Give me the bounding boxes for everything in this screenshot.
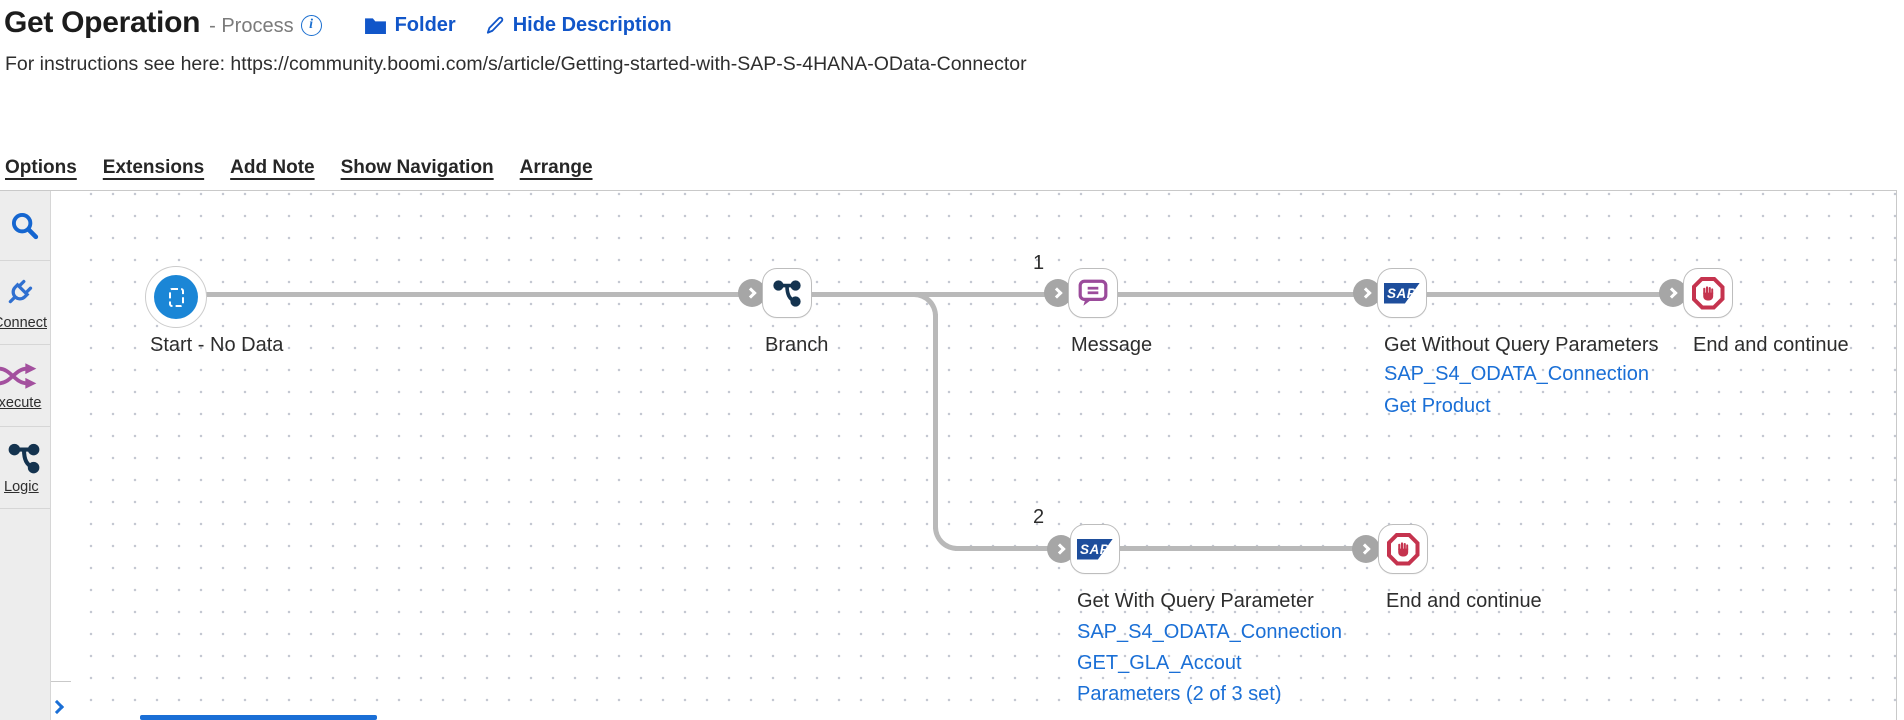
node-sap-connector-1[interactable]: SAP [1377, 268, 1427, 318]
shuffle-icon [0, 360, 40, 392]
node-link-connection-2[interactable]: SAP_S4_ODATA_Connection [1077, 621, 1342, 643]
node-label-end1: End and continue [1693, 334, 1849, 356]
chevron-right-icon [744, 287, 757, 299]
connector-corner-top [910, 292, 938, 318]
node-label-start: Start - No Data [150, 334, 284, 356]
palette-item-execute[interactable]: Execute [0, 345, 50, 427]
palette-item-label: Logic [4, 479, 39, 495]
node-link-connection-1[interactable]: SAP_S4_ODATA_Connection [1384, 363, 1649, 385]
connection-point-end2[interactable] [1352, 535, 1380, 563]
node-end-2[interactable] [1378, 524, 1428, 574]
palette-gutter [51, 191, 71, 720]
node-link-parameters[interactable]: Parameters (2 of 3 set) [1077, 683, 1282, 705]
chevron-right-icon [1358, 543, 1371, 555]
connector-start-branch [205, 292, 762, 297]
connector-branch2-sap [955, 546, 1070, 551]
node-label-end2: End and continue [1386, 590, 1542, 612]
node-sap-connector-2[interactable]: SAP [1070, 524, 1120, 574]
node-label-sap2: Get With Query Parameter [1077, 590, 1314, 612]
menu-show-navigation[interactable]: Show Navigation [340, 157, 494, 178]
connector-sap-end [1423, 292, 1683, 297]
info-icon[interactable]: i [300, 14, 322, 36]
connector-branch-message [812, 292, 1068, 297]
connector-corner-bottom [933, 525, 959, 551]
connection-point-branch[interactable] [738, 279, 766, 307]
menu-add-note[interactable]: Add Note [230, 157, 315, 178]
hide-description-label: Hide Description [512, 13, 672, 36]
header: Get Operation - Process i Folder Hide De… [4, 6, 672, 40]
palette-search[interactable] [0, 191, 50, 261]
sap-logo-icon: SAP [1384, 282, 1420, 304]
chevron-right-icon [1053, 543, 1066, 555]
page-title: Get Operation [4, 6, 201, 39]
canvas-toolbar: Options Extensions Add Note Show Navigat… [5, 157, 593, 179]
branch-number-1: 1 [1033, 252, 1045, 274]
stop-icon [1386, 532, 1420, 566]
document-icon [168, 287, 184, 307]
stop-icon [1691, 276, 1725, 310]
node-link-operation-1[interactable]: Get Product [1384, 395, 1491, 417]
start-shape-icon [154, 275, 198, 319]
message-icon [1077, 277, 1109, 309]
node-end-1[interactable] [1683, 268, 1733, 318]
hide-description-button[interactable]: Hide Description [484, 14, 672, 37]
connector-sap2-end [1117, 546, 1378, 551]
node-branch[interactable] [762, 268, 812, 318]
chevron-right-icon [49, 699, 65, 715]
folder-label: Folder [394, 13, 456, 36]
connection-point-sap1[interactable] [1353, 279, 1381, 307]
plug-icon [0, 274, 38, 312]
shape-palette: Connect Execute [0, 191, 50, 720]
process-description: For instructions see here: https://commu… [5, 53, 1027, 75]
connection-point-message[interactable] [1044, 279, 1072, 307]
palette-item-label: Execute [0, 395, 42, 411]
menu-extensions[interactable]: Extensions [102, 157, 205, 178]
node-label-branch: Branch [765, 334, 829, 356]
folder-button[interactable]: Folder [364, 14, 456, 37]
branch-icon [771, 277, 803, 309]
palette-expand-toggle[interactable] [49, 697, 70, 717]
node-link-operation-2[interactable]: GET_GLA_Accout [1077, 652, 1242, 674]
folder-icon [364, 16, 387, 35]
page-subtitle: - Process [209, 14, 294, 37]
hand-icon [1702, 285, 1713, 300]
palette-item-label: Connect [0, 315, 48, 331]
palette-item-logic[interactable]: Logic [0, 427, 50, 509]
horizontal-scrollbar[interactable] [140, 715, 377, 720]
gutter-divider [51, 681, 71, 682]
node-start[interactable] [145, 266, 207, 328]
process-canvas[interactable] [71, 191, 1897, 720]
node-label-sap1: Get Without Query Parameters [1384, 334, 1659, 356]
hand-icon [1397, 541, 1408, 556]
branch-number-2: 2 [1033, 506, 1045, 528]
chevron-right-icon [1359, 287, 1372, 299]
chevron-right-icon [1050, 287, 1063, 299]
menu-options[interactable]: Options [5, 157, 77, 178]
chevron-right-icon [1665, 287, 1678, 299]
palette-filler [0, 509, 50, 720]
palette-item-connect[interactable]: Connect [0, 261, 50, 345]
connector-message-sap [1118, 292, 1377, 297]
sap-logo-icon: SAP [1077, 538, 1113, 560]
connection-point-end1[interactable] [1659, 279, 1687, 307]
node-label-message: Message [1071, 334, 1153, 356]
connector-branch-vertical [933, 314, 938, 529]
canvas-top-border [0, 190, 1897, 191]
menu-arrange[interactable]: Arrange [519, 157, 593, 178]
search-icon [9, 210, 41, 242]
branch-icon [6, 440, 42, 476]
palette-divider [50, 191, 51, 720]
node-message[interactable] [1068, 268, 1118, 318]
pencil-icon [484, 15, 505, 36]
